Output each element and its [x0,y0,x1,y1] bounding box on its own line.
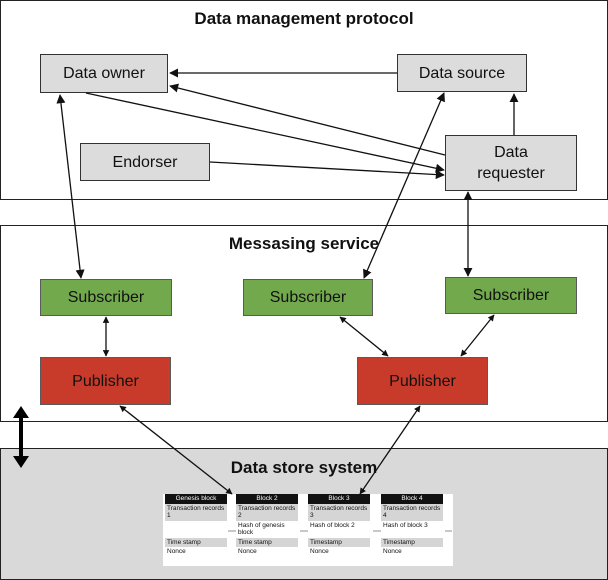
block-row: Nonce [381,547,443,557]
genesis-block: Genesis block Transaction records 1 Time… [165,494,227,557]
block-3: Block 3 Transaction records 3 Hash of bl… [308,494,370,557]
block-title: Genesis block [165,494,227,504]
data-requester-node: Data requester [445,135,577,191]
data-source-node: Data source [397,54,527,92]
block-row: Transaction records 1 [165,503,227,521]
block-row: Nonce [236,547,298,557]
data-owner-node: Data owner [40,54,168,93]
block-row: Time stamp [165,537,227,547]
block-row [165,520,227,538]
block-row: Timestamp [381,537,443,547]
block-row: Hash of genesis block [236,520,298,538]
block-row: Time stamp [236,537,298,547]
block-row: Nonce [165,547,227,557]
publisher-node-1: Publisher [40,357,171,405]
block-row: Hash of block 3 [381,520,443,538]
section-title-data-store: Data store system [230,458,378,477]
section-title-data-management: Data management protocol [194,9,414,28]
block-row: Hash of block 2 [308,520,370,538]
block-row: Nonce [308,547,370,557]
block-4: Block 4 Transaction records 4 Hash of bl… [381,494,443,557]
block-row: Timestamp [308,537,370,547]
publisher-node-2: Publisher [357,357,488,405]
block-row: Transaction records 3 [308,503,370,521]
blockchain-illustration: Genesis block Transaction records 1 Time… [163,494,453,566]
block-row: Transaction records 2 [236,503,298,521]
endorser-node: Endorser [80,143,210,181]
subscriber-node-3: Subscriber [445,277,577,314]
block-title: Block 2 [236,494,298,504]
block-row: Transaction records 4 [381,503,443,521]
block-title: Block 3 [308,494,370,504]
subscriber-node-2: Subscriber [243,279,373,316]
block-title: Block 4 [381,494,443,504]
block-2: Block 2 Transaction records 2 Hash of ge… [236,494,298,557]
section-title-messaging: Messasing service [228,234,380,253]
subscriber-node-1: Subscriber [40,279,172,316]
